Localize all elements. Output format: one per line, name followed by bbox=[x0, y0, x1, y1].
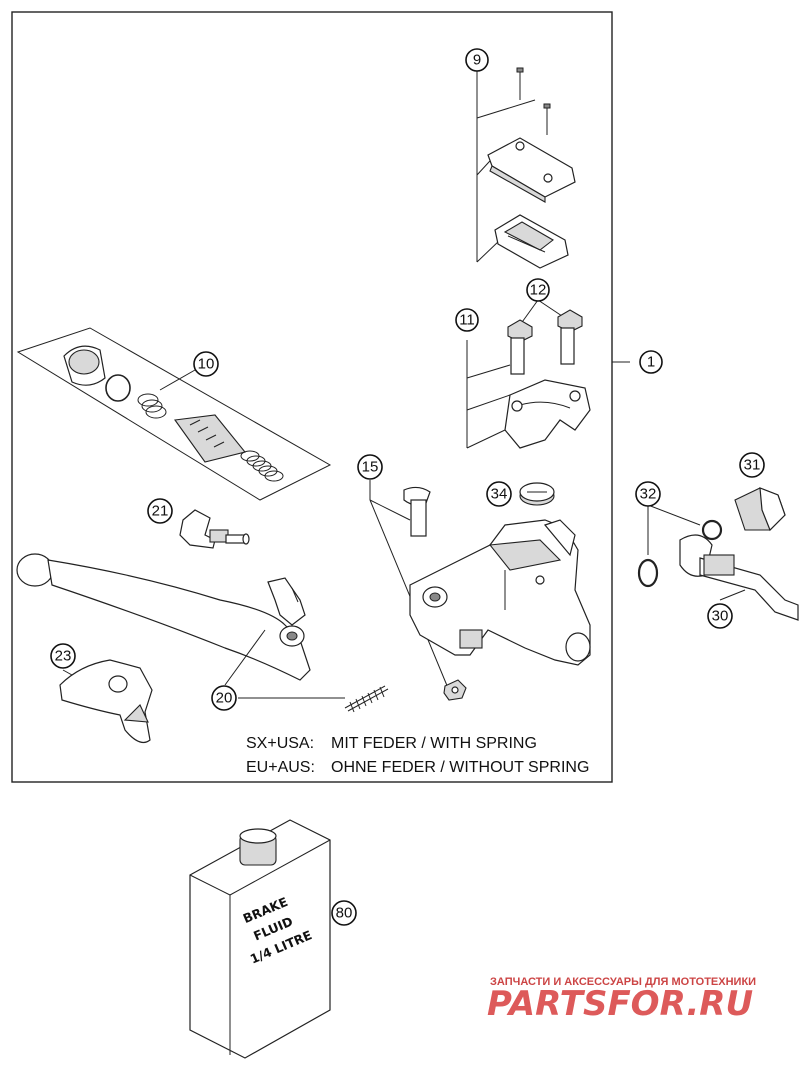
part-80-brake-fluid-bottle: BRAKE FLUID 1/4 LITRE bbox=[189, 819, 331, 1059]
watermark: ЗАПЧАСТИ И АКСЕССУАРЫ ДЛЯ МОТОТЕХНИКИ PA… bbox=[487, 976, 756, 1024]
assembly-frame bbox=[11, 11, 613, 783]
callout-80: 80 bbox=[331, 900, 357, 926]
part-20-spring bbox=[224, 629, 389, 713]
svg-text:30: 30 bbox=[712, 608, 729, 625]
callout-23: 23 bbox=[50, 643, 76, 669]
part-30-31-32-banjo-hose bbox=[637, 487, 799, 621]
watermark-brand: PARTSFOR.RU bbox=[487, 984, 753, 1024]
callout-12: 12 bbox=[526, 278, 550, 302]
callout-10: 10 bbox=[193, 351, 219, 377]
callout-15: 15 bbox=[357, 454, 383, 480]
watermark-tagline: ЗАПЧАСТИ И АКСЕССУАРЫ ДЛЯ МОТОТЕХНИКИ bbox=[490, 976, 756, 988]
part-10-piston-kit bbox=[16, 327, 332, 501]
brake-lever bbox=[16, 553, 311, 681]
note-line1-prefix: SX+USA: bbox=[246, 735, 314, 752]
callout-11: 11 bbox=[455, 308, 479, 332]
svg-text:11: 11 bbox=[459, 312, 475, 329]
svg-text:9: 9 bbox=[473, 52, 481, 69]
callout-32: 32 bbox=[635, 481, 661, 507]
part-11-12-clamp-bolts bbox=[466, 299, 591, 449]
svg-text:12: 12 bbox=[530, 282, 547, 299]
part-21-adjuster bbox=[179, 509, 250, 549]
svg-text:23: 23 bbox=[55, 648, 72, 665]
note-line2-text: OHNE FEDER / WITHOUT SPRING bbox=[331, 759, 589, 776]
part-15-pivot-pin bbox=[369, 480, 467, 701]
svg-text:32: 32 bbox=[640, 486, 657, 503]
callout-34: 34 bbox=[486, 481, 512, 507]
part-9-reservoir-cover bbox=[476, 67, 576, 269]
callout-30: 30 bbox=[707, 603, 733, 629]
svg-text:10: 10 bbox=[198, 356, 215, 373]
svg-text:15: 15 bbox=[362, 459, 379, 476]
note-line1-text: MIT FEDER / WITH SPRING bbox=[331, 735, 537, 752]
callout-20: 20 bbox=[211, 685, 237, 711]
callout-31: 31 bbox=[739, 452, 765, 478]
svg-text:1: 1 bbox=[647, 354, 655, 371]
part-1-master-cylinder bbox=[409, 519, 591, 666]
callout-21: 21 bbox=[147, 498, 173, 524]
callout-1: 1 bbox=[639, 350, 663, 374]
svg-text:31: 31 bbox=[744, 457, 761, 474]
svg-text:80: 80 bbox=[336, 905, 353, 922]
svg-text:21: 21 bbox=[152, 503, 169, 520]
svg-text:34: 34 bbox=[491, 486, 508, 503]
spring-notes: SX+USA: MIT FEDER / WITH SPRING EU+AUS: … bbox=[246, 735, 589, 776]
part-23-lever-cover bbox=[59, 659, 153, 743]
svg-text:20: 20 bbox=[216, 690, 233, 707]
note-line2-prefix: EU+AUS: bbox=[246, 759, 315, 776]
callout-9: 9 bbox=[465, 48, 489, 72]
part-34-cap bbox=[519, 482, 555, 506]
